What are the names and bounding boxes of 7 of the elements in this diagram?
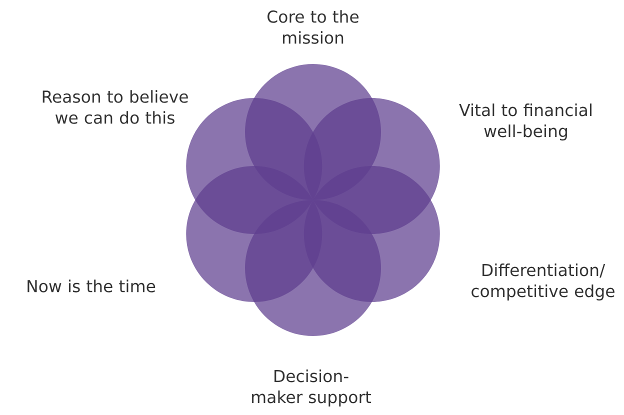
circle-label: Vital to financial well-being [459,104,592,140]
circle-label: Decision-maker support [252,370,372,406]
circle-label: Reason to believe we can do this [42,90,188,124]
circle-label: Now is the time [28,280,156,292]
circle-label: Core to the mission [268,10,359,44]
circle [186,98,322,234]
circle-label: Differentiation/ competitive edge [472,264,614,300]
